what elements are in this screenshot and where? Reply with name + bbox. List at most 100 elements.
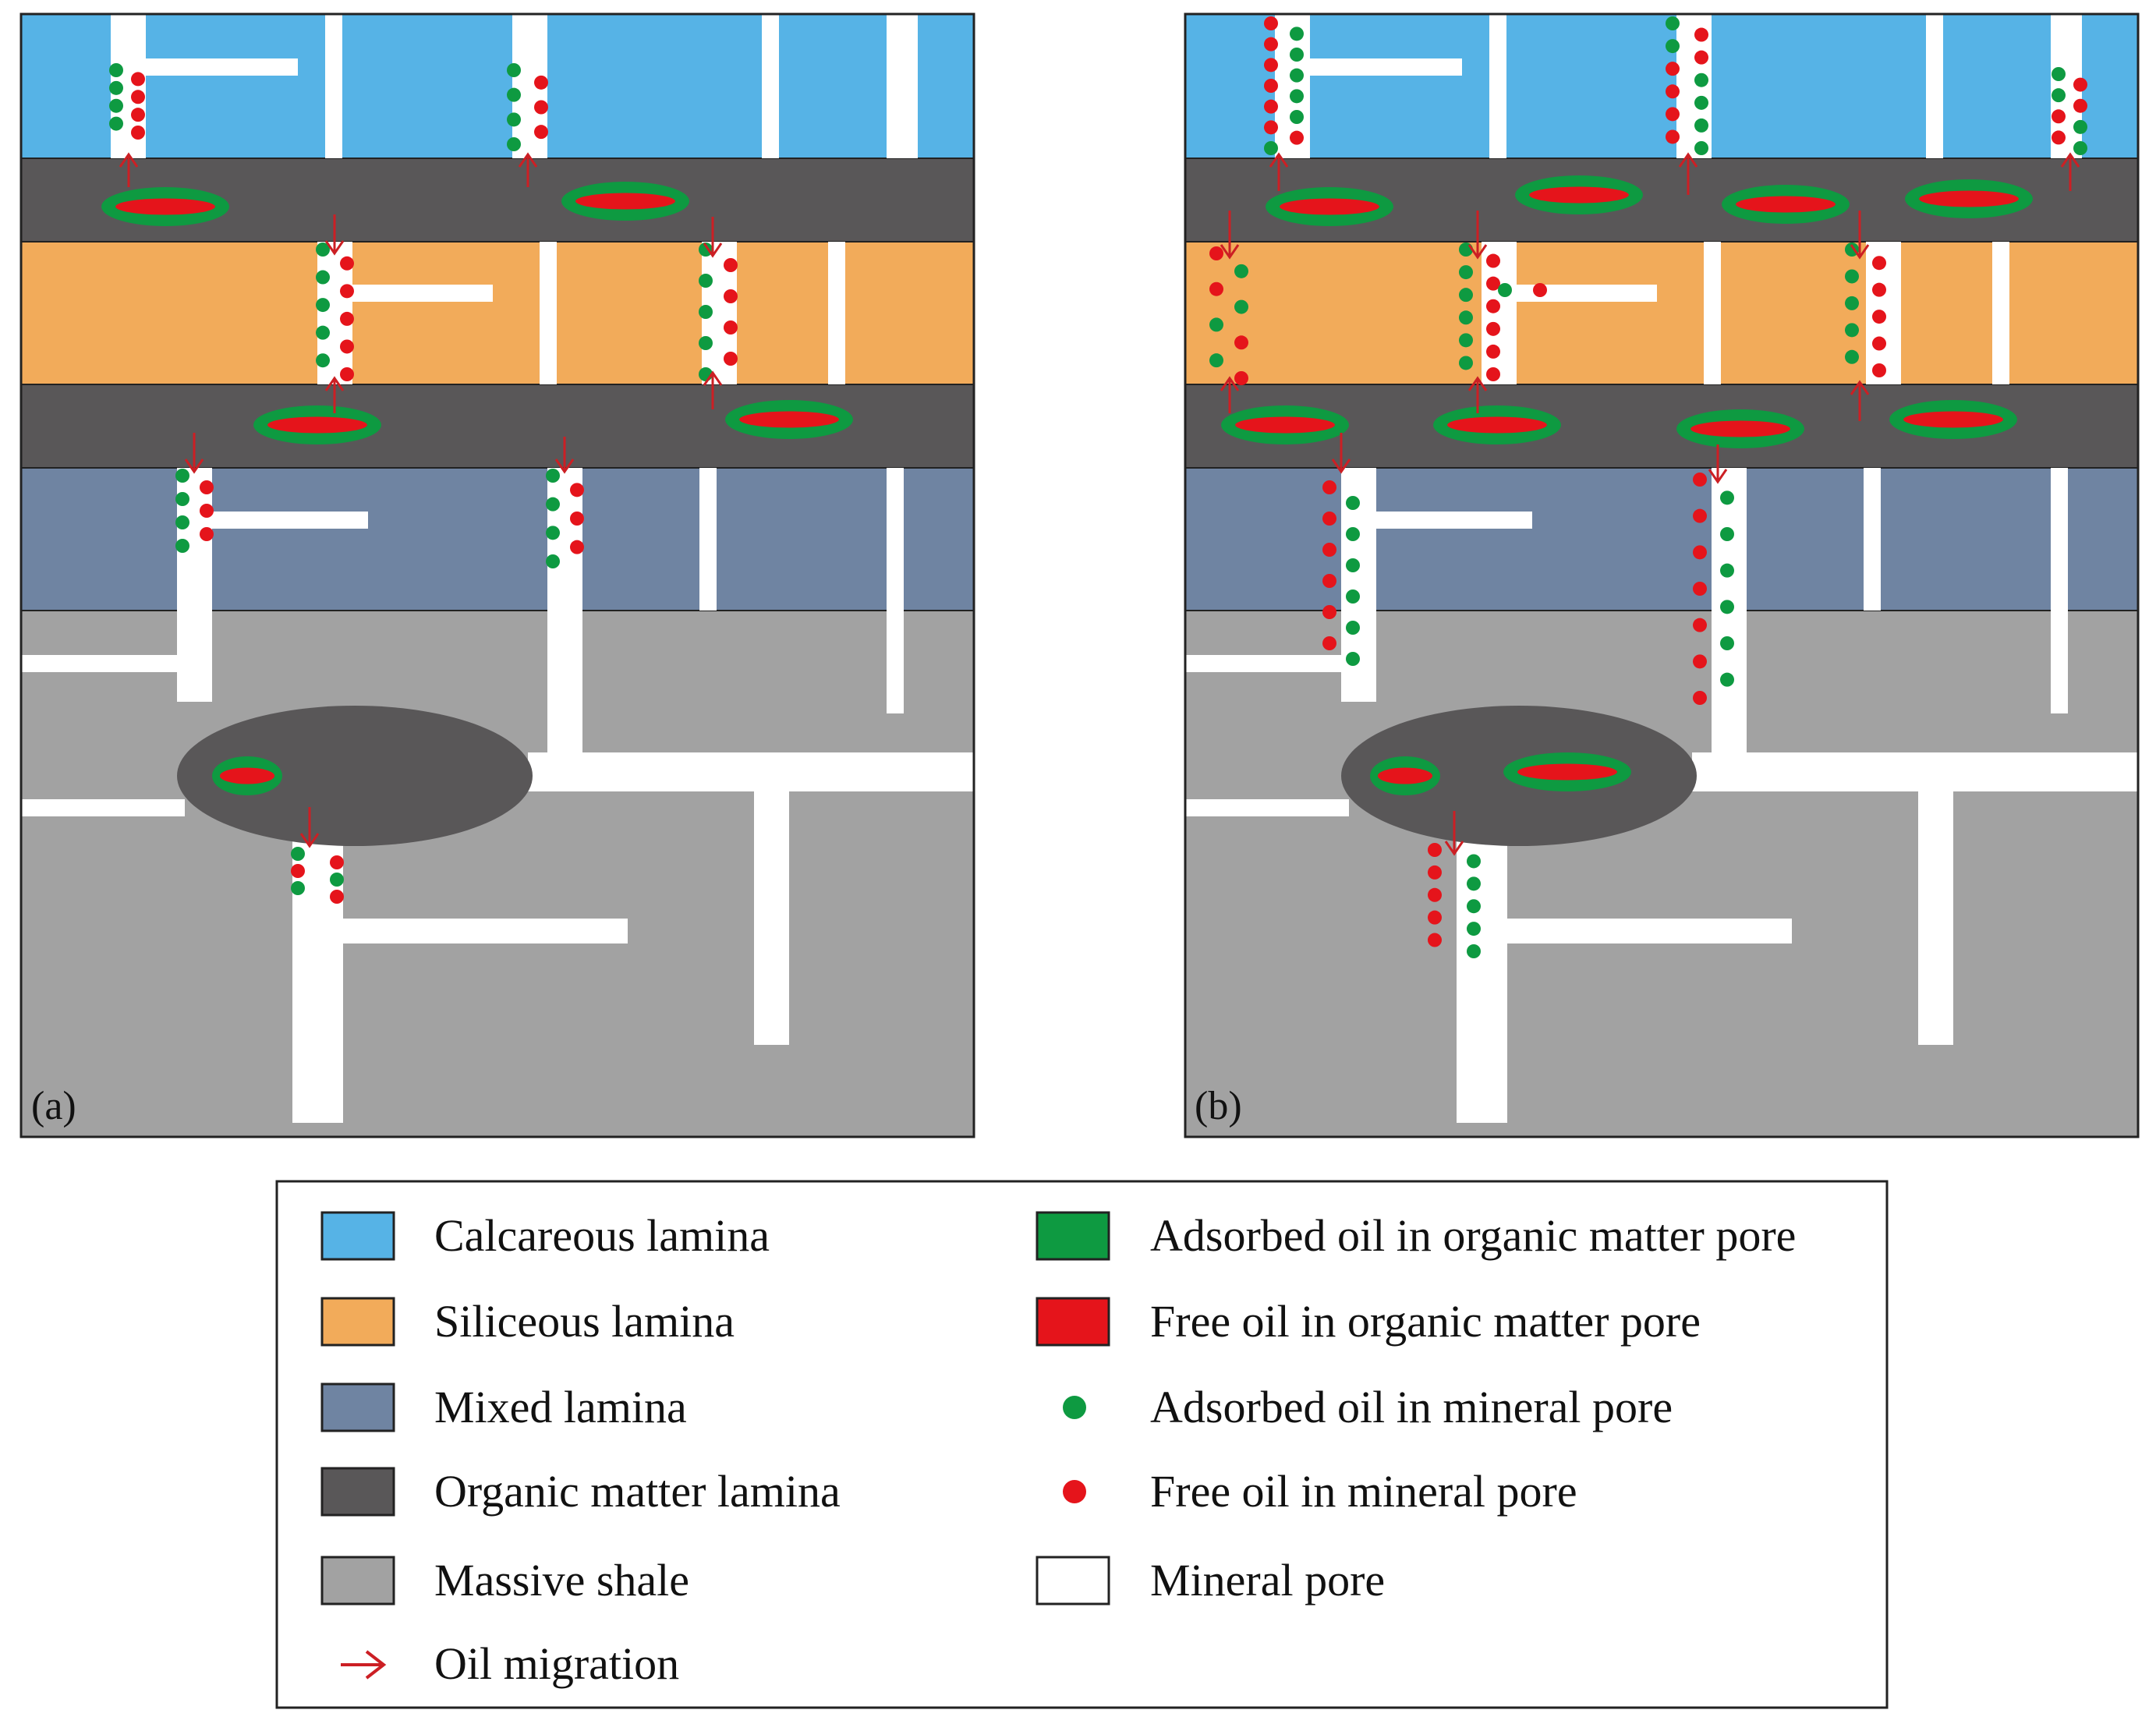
legend: Calcareous lamina Siliceous lamina Mixed…: [275, 1180, 1889, 1709]
legend-free-om-label: Free oil in organic matter pore: [1150, 1296, 1701, 1347]
shale-pore-oil-dot: [1428, 887, 1442, 902]
migration-arrow-head: [299, 833, 320, 848]
calc-pore-oil-dot: [1290, 89, 1304, 104]
legend-massive-swatch: [320, 1556, 395, 1605]
shale-pore-branch: [343, 919, 628, 943]
calc-pore-oil-dot: [1264, 16, 1278, 30]
calc-pore-oil-dot: [2073, 98, 2087, 113]
mixed-pore-oil-dot: [1346, 652, 1360, 666]
migration-arrow: [1678, 152, 1698, 195]
mixed-pore-oil-dot: [570, 540, 584, 554]
migration-arrow-head: [1269, 152, 1289, 168]
calcareous-lamina: [1185, 14, 2138, 158]
mixed-pore-oil-dot: [1346, 558, 1360, 572]
shale-pore-oil-dot: [291, 847, 305, 861]
migration-arrow-head: [324, 376, 345, 391]
shale-pore-oil-dot: [1467, 922, 1481, 936]
om-pore-free: [1736, 196, 1836, 213]
calc-pore-oil-dot: [1290, 110, 1304, 124]
calc-pore-oil-dot: [507, 63, 521, 77]
mixed-pore-oil-dot: [546, 497, 560, 512]
sil-pore-oil-dot: [1209, 246, 1223, 260]
shale-pore-horizontal: [528, 752, 974, 791]
calc-pore-oil-dot: [1264, 79, 1278, 93]
calc-pore-oil-dot: [2052, 130, 2066, 145]
mixed-pore-oil-dot: [1693, 508, 1707, 523]
calc-pore-oil-dot: [2052, 67, 2066, 81]
sil-pore-oil-dot: [1459, 288, 1473, 303]
migration-arrow: [1220, 211, 1240, 260]
mixed-pore-oil-dot: [1322, 574, 1336, 588]
migration-arrow: [1467, 376, 1488, 413]
migration-arrow-head: [184, 458, 204, 474]
mixed-pore-oil-dot: [1720, 490, 1734, 505]
branch-oil-dot: [1533, 283, 1547, 297]
sil-pore-oil-dot: [1234, 371, 1248, 385]
migration-arrow: [299, 807, 320, 848]
legend-mixed-label: Mixed lamina: [434, 1382, 687, 1432]
migration-arrow: [2060, 152, 2080, 191]
mixed-pore-oil-dot: [546, 469, 560, 483]
mixed-pore-branch: [212, 512, 368, 529]
mixed-pore-oil-dot: [1720, 527, 1734, 541]
mixed-pore-oil-dot: [1693, 582, 1707, 596]
migration-arrow-head: [1708, 469, 1728, 484]
migration-arrow: [1444, 811, 1464, 856]
calc-pore-oil-dot: [131, 126, 145, 140]
shale-pore-oil-dot: [1467, 854, 1481, 869]
shale-pore-oil-dot: [1467, 876, 1481, 891]
legend-free-mineral-dot: [1063, 1480, 1086, 1503]
migration-arrow: [119, 152, 139, 187]
sil-pore-oil-dot: [1459, 310, 1473, 325]
calc-pore-oil-dot: [131, 72, 145, 87]
shale-pore-vertical: [754, 791, 789, 1045]
shale-pore-branch: [1185, 655, 1341, 672]
sil-pore-oil-dot: [1872, 336, 1886, 351]
shale-pore-oil-dot: [330, 855, 344, 869]
legend-adsorbed-om-swatch: [1036, 1211, 1110, 1261]
calc-pore-oil-dot: [131, 90, 145, 104]
calc-pore-oil-dot: [2052, 109, 2066, 124]
shale-pore-branch: [21, 799, 185, 816]
migration-arrow-head: [1850, 244, 1870, 260]
sil-pore-oil-dot: [1486, 367, 1500, 381]
calcareous-pore: [325, 14, 342, 158]
om-pore-free: [575, 193, 675, 210]
mixed-pore-oil-dot: [1720, 600, 1734, 614]
mixed-pore-oil-dot: [1693, 618, 1707, 632]
mixed-pore-oil-dot: [1693, 654, 1707, 669]
sil-pore-oil-dot: [340, 339, 354, 354]
mixed-pore-oil-dot: [546, 526, 560, 540]
siliceous-pore: [1992, 242, 2009, 384]
mixed-pore-oil-dot: [1720, 563, 1734, 578]
calc-pore-oil-dot: [507, 87, 521, 102]
sil-pore-oil-dot: [1459, 356, 1473, 370]
legend-migration-label: Oil migration: [434, 1638, 679, 1689]
shale-pore-branch: [1185, 799, 1349, 816]
calc-pore-oil-dot: [507, 112, 521, 127]
calc-pore-oil-dot: [1666, 84, 1680, 99]
calc-pore-oil-dot: [1290, 68, 1304, 83]
calcareous-pore: [1489, 14, 1506, 158]
migration-arrow-head: [703, 370, 723, 386]
om-pore-free: [267, 416, 367, 434]
migration-arrow: [1269, 152, 1289, 191]
migration-arrow: [1850, 380, 1870, 421]
mixed-pore-oil-dot: [175, 515, 189, 529]
calc-pore-oil-dot: [1694, 95, 1708, 110]
shale-pore-branch: [1507, 919, 1792, 943]
shale-pore-oil-dot: [1428, 865, 1442, 880]
migration-arrow: [1220, 376, 1240, 413]
sil-pore-oil-dot: [1872, 310, 1886, 324]
shale-pore-oil-dot: [1428, 843, 1442, 857]
mixed-pore-oil-dot: [1346, 589, 1360, 604]
shale-pore-oil-dot: [291, 864, 305, 878]
om-pore-free: [1517, 763, 1617, 781]
calc-pore-oil-dot: [109, 63, 123, 77]
sil-pore-oil-dot: [724, 320, 738, 335]
sil-pore-oil-dot: [1486, 253, 1500, 268]
legend-mineral-pore-swatch: [1036, 1556, 1110, 1605]
calc-pore-oil-dot: [2073, 77, 2087, 92]
sil-pore-oil-dot: [724, 352, 738, 366]
